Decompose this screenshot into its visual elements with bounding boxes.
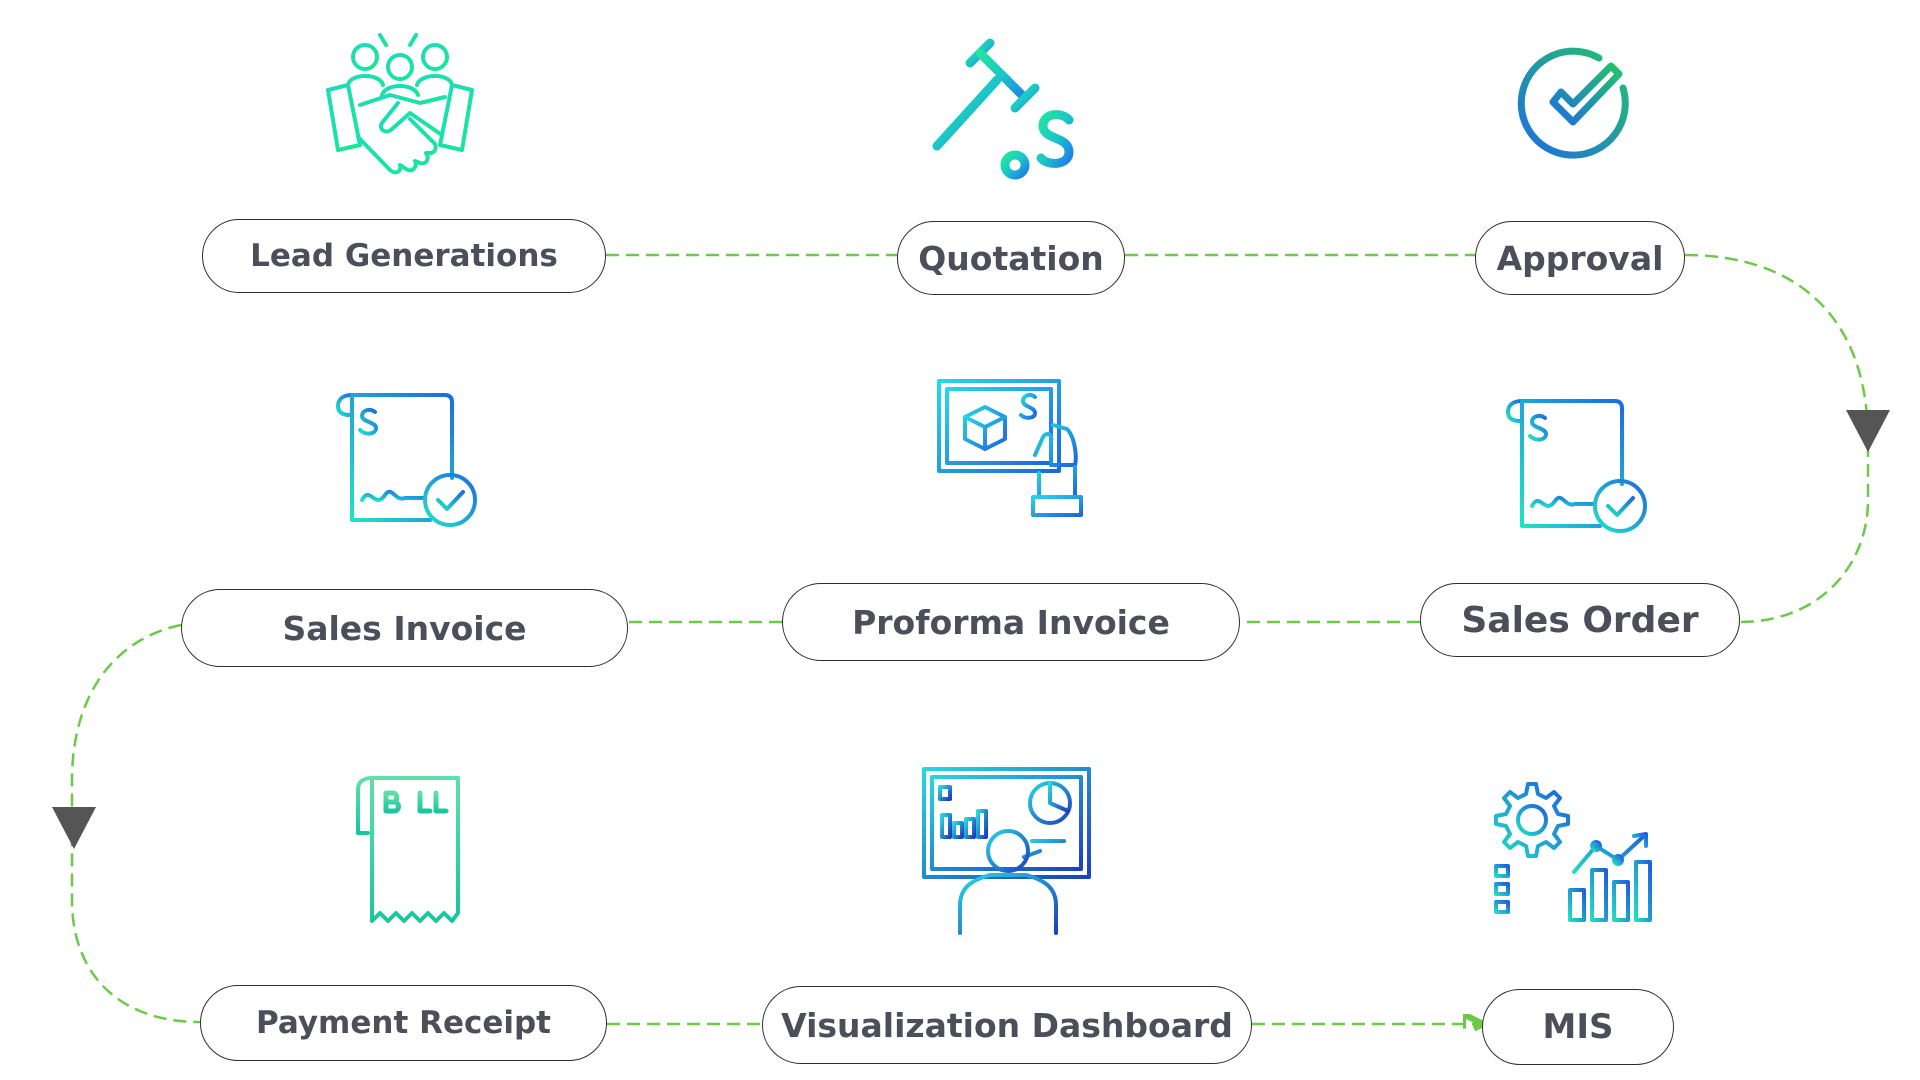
step-label: Proforma Invoice [852,602,1170,642]
step-label: Sales Invoice [282,608,527,648]
order-document-check-icon [1506,399,1647,533]
proforma-invoice-hand-icon [937,379,1083,517]
step-label: Lead Generations [250,238,558,274]
step-pill-visualization-dashboard: Visualization Dashboard [762,986,1252,1064]
connector-approval-to-sales-order [1684,253,1870,624]
step-pill-quotation: Quotation [897,221,1125,295]
invoice-document-check-icon [336,393,477,527]
arrowhead-left-down [52,807,96,849]
step-label: Sales Order [1461,599,1699,641]
step-pill-mis: MIS [1482,989,1674,1065]
gavel-dollar-icon [932,38,1074,183]
step-pill-proforma-invoice: Proforma Invoice [782,583,1240,661]
checkmark-circle-icon [1517,47,1629,159]
mis-report-icon [1494,782,1656,922]
step-pill-sales-order: Sales Order [1420,583,1740,657]
step-label: Approval [1496,238,1664,278]
step-pill-sales-invoice: Sales Invoice [181,589,628,667]
step-pill-approval: Approval [1475,221,1685,295]
step-label: Visualization Dashboard [781,1005,1233,1045]
dashboard-presenter-icon [922,767,1091,935]
handshake-team-icon [326,29,474,175]
step-pill-lead-generations: Lead Generations [202,219,606,293]
step-label: Quotation [918,238,1104,278]
arrowhead-right-down [1846,410,1890,452]
step-label: MIS [1542,1007,1614,1047]
bill-receipt-icon [356,776,460,923]
connector-sales-invoice-to-payment [70,623,201,1024]
step-pill-payment-receipt: Payment Receipt [200,985,607,1061]
step-label: Payment Receipt [256,1005,551,1041]
